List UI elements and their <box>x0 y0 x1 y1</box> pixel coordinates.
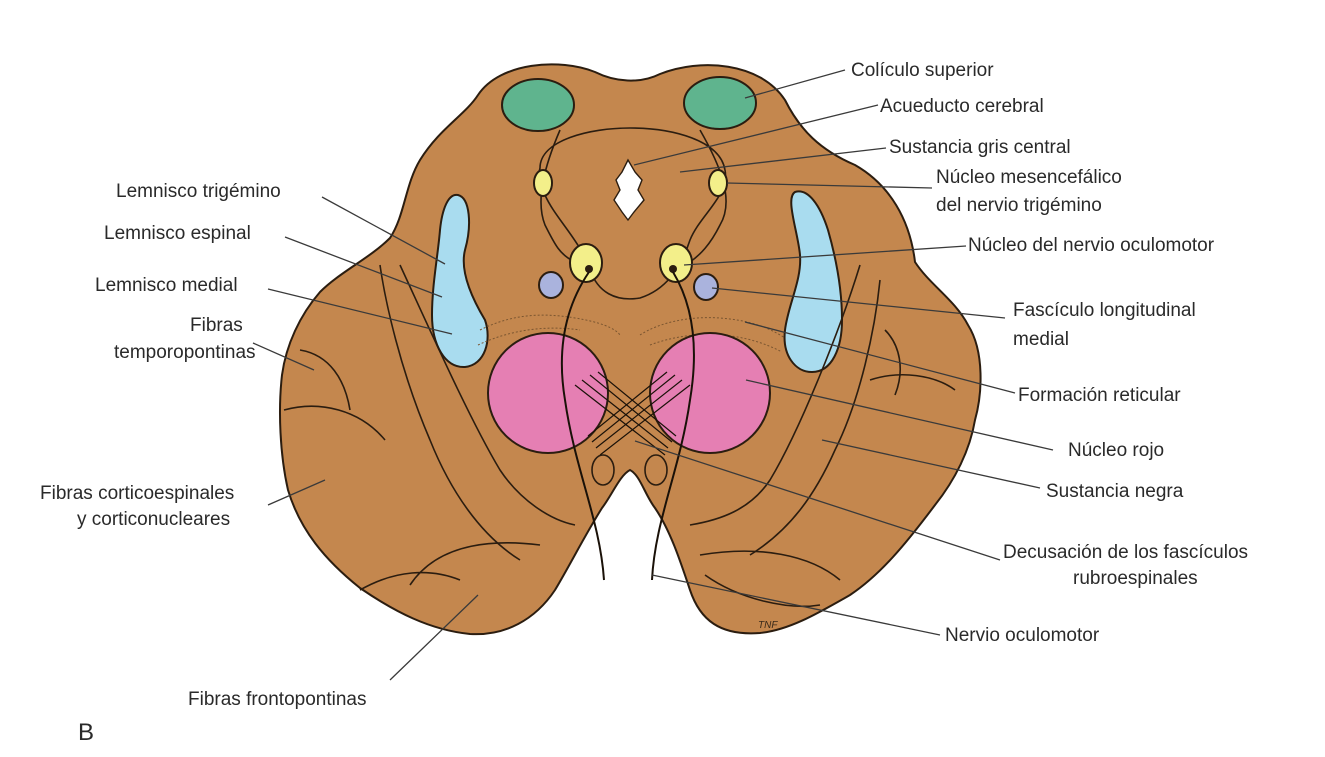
oculomotor-nerve-right <box>651 271 695 581</box>
label-nucleo-rojo: Núcleo rojo <box>1068 440 1164 461</box>
label-formacion-reticular: Formación reticular <box>1018 385 1181 406</box>
reticular-formation-left <box>479 314 621 336</box>
crus-curve-left-4 <box>359 571 461 591</box>
oculomotor-nucleus-dot-left <box>585 265 593 273</box>
mlf-right <box>693 273 719 301</box>
red-nucleus-right <box>649 332 771 454</box>
artist-signature: TNF <box>758 620 778 631</box>
substantia-nigra-left-line <box>399 264 576 526</box>
oculomotor-nucleus-right <box>659 243 693 283</box>
ventral-bundle-left <box>591 454 615 486</box>
label-nervio-oculomotor: Nervio oculomotor <box>945 625 1100 646</box>
crus-curve-right-5 <box>704 574 821 608</box>
label-fibras-frontopontinas: Fibras frontopontinas <box>188 689 367 710</box>
red-nucleus-left <box>487 332 609 454</box>
gray-matter-boundary-right <box>689 129 727 263</box>
label-lemnisco-espinal: Lemnisco espinal <box>104 223 251 244</box>
crus-curve-right-4 <box>699 550 841 581</box>
ventral-bundle-right <box>644 454 668 486</box>
crus-curve-right-2 <box>884 329 901 396</box>
rubrospinal-decussation <box>574 371 691 456</box>
label-nucleo-mesencefalico-1: Núcleo mesencefálico <box>936 167 1122 188</box>
crus-curve-left-2 <box>283 405 386 441</box>
panel-letter: B <box>78 719 94 746</box>
reticular-formation-left-2 <box>477 327 581 346</box>
label-decusacion-2: rubroespinales <box>1073 568 1198 589</box>
label-nucleo-oculomotor: Núcleo del nervio oculomotor <box>968 235 1215 256</box>
label-decusacion-1: Decusación de los fascículos <box>1003 542 1248 563</box>
lemniscus-left <box>430 193 489 369</box>
lemniscus-right <box>783 190 844 374</box>
label-sustancia-negra: Sustancia negra <box>1046 481 1184 502</box>
label-fibras-cortico-1: Fibras corticoespinales <box>40 483 234 504</box>
label-nucleo-mesencefalico-2: del nervio trigémino <box>936 195 1102 216</box>
gray-matter-boundary-left <box>540 129 576 263</box>
label-lemnisco-medial: Lemnisco medial <box>95 275 238 296</box>
mesencephalic-nucleus-left <box>533 169 553 197</box>
label-sustancia-gris-central: Sustancia gris central <box>889 137 1071 158</box>
label-fasciculo-longitudinal-2: medial <box>1013 329 1069 350</box>
crus-curve-left-5 <box>409 542 541 586</box>
reticular-formation-right <box>639 317 786 339</box>
crus-curve-left-3 <box>379 264 521 561</box>
oculomotor-nerve-left <box>560 271 605 581</box>
superior-colliculus-right <box>683 76 757 130</box>
label-lemnisco-trigemino: Lemnisco trigémino <box>116 181 281 202</box>
label-fasciculo-longitudinal-1: Fascículo longitudinal <box>1013 300 1196 321</box>
crus-curve-right-1 <box>869 374 956 391</box>
label-fibras-temporo-1: Fibras <box>190 315 243 336</box>
crus-curve-right-3 <box>749 279 881 556</box>
leader-lines <box>252 69 1054 681</box>
oculomotor-nucleus-left <box>569 243 603 283</box>
substantia-nigra-right-line <box>689 264 861 526</box>
reticular-formation-right-2 <box>649 334 783 353</box>
superior-colliculus-left <box>501 78 575 132</box>
mesencephalic-nucleus-right <box>708 169 728 197</box>
label-fibras-cortico-2: y corticonucleares <box>77 509 230 530</box>
label-fibras-temporo-2: temporopontinas <box>114 342 256 363</box>
cerebral-aqueduct <box>613 158 645 222</box>
mlf-left <box>538 271 564 299</box>
label-coliculo-superior: Colículo superior <box>851 60 994 81</box>
label-acueducto-cerebral: Acueducto cerebral <box>880 96 1044 117</box>
crus-curve-left-1 <box>299 349 351 411</box>
oculomotor-nucleus-dot-right <box>669 265 677 273</box>
